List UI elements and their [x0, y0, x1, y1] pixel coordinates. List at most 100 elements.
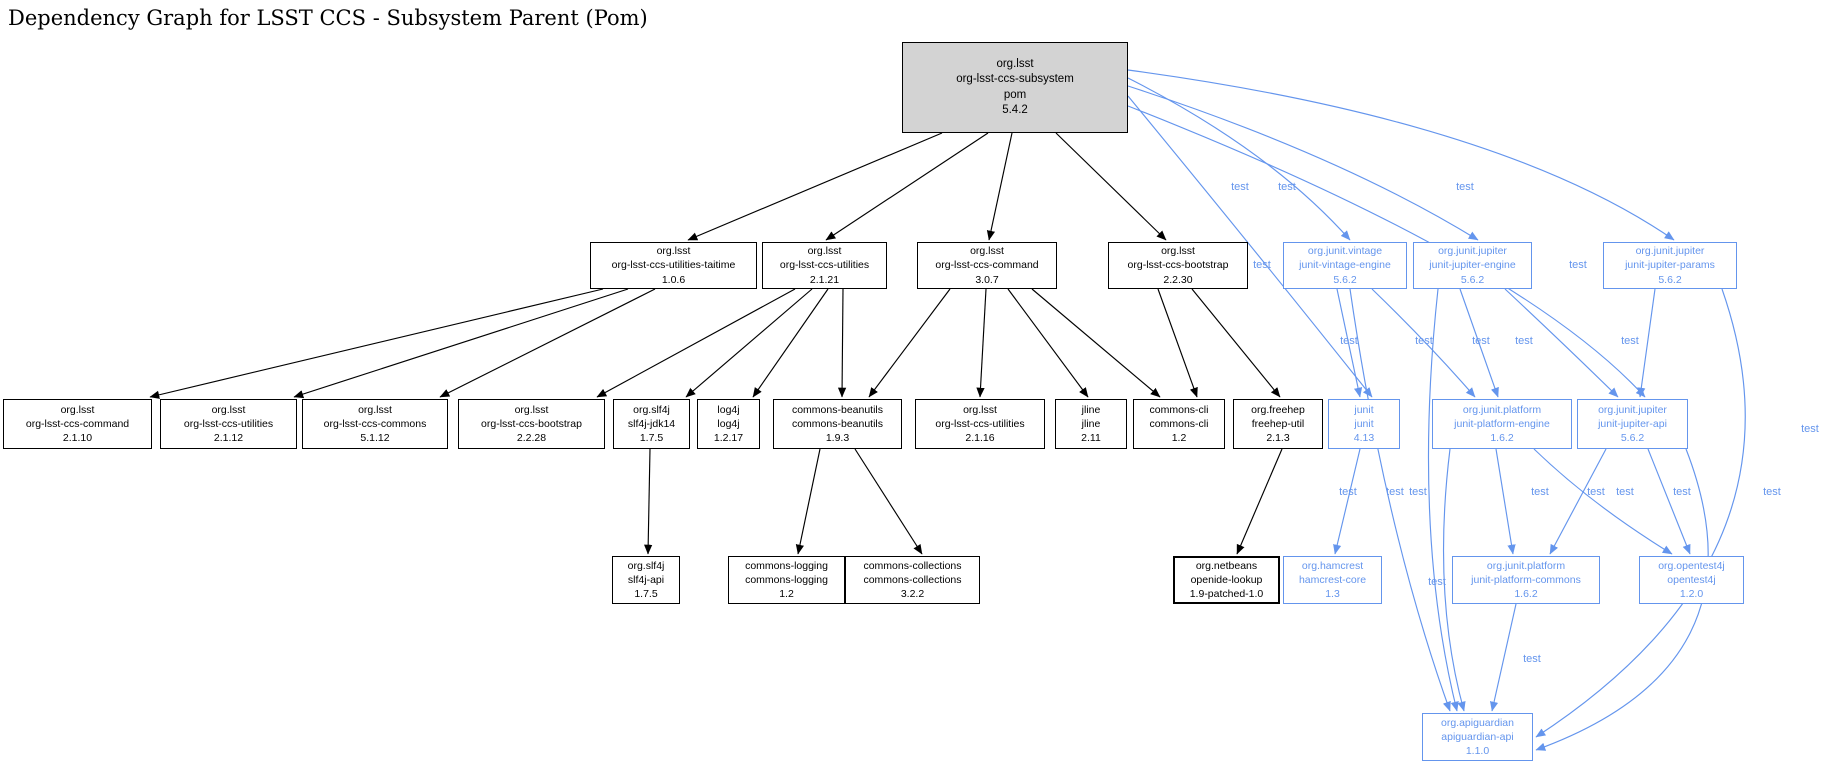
node-slf4j-jdk14-line-1: slf4j-jdk14 — [627, 417, 676, 430]
node-junit-vintage-engine-line-2: 5.6.2 — [1333, 273, 1357, 286]
edge-scope-label: test — [1472, 335, 1490, 347]
node-apiguardian-api-line-1: apiguardian-api — [1441, 730, 1514, 743]
node-utilities-taitime-1.0.6-line-2: 1.0.6 — [661, 273, 686, 286]
node-freehep-util-line-2: 2.1.3 — [1266, 432, 1290, 445]
edge-junit-platform-engine-to-junit-platform-commons — [1495, 448, 1516, 555]
node-junit-jupiter-api-line-0: org.junit.jupiter — [1598, 403, 1667, 416]
edge-junit-platform-engine-to-opentest4j — [1533, 448, 1673, 555]
node-bootstrap-2.2.28-line-1: org-lsst-ccs-bootstrap — [481, 417, 582, 430]
node-junit-4.13-line-2: 4.13 — [1353, 432, 1375, 445]
node-utilities-2.1.21-line-1: org-lsst-ccs-utilities — [779, 259, 870, 272]
node-commons-collections-line-0: commons-collections — [863, 559, 962, 572]
node-utilities-taitime-1.0.6-line-1: org-lsst-ccs-utilities-taitime — [611, 259, 736, 272]
node-hamcrest-core-line-0: org.hamcrest — [1301, 559, 1364, 572]
node-commons-beanutils-line-0: commons-beanutils — [791, 403, 884, 416]
edge-junit-jupiter-api-to-junit-platform-commons — [1549, 448, 1607, 555]
node-junit-jupiter-params-line-2: 5.6.2 — [1658, 273, 1682, 286]
node-commons-cli-line-0: commons-cli — [1149, 403, 1209, 416]
edge-junit-jupiter-engine-to-junit-platform-engine — [1459, 288, 1499, 398]
node-junit-jupiter-engine-line-1: junit-jupiter-engine — [1429, 259, 1516, 272]
node-junit-jupiter-params-line-0: org.junit.jupiter — [1635, 245, 1705, 258]
edge-scope-label: test — [1253, 259, 1271, 271]
node-openide-lookup-line-1: openide-lookup — [1190, 573, 1263, 586]
node-command-3.0.7-line-0: org.lsst — [970, 245, 1004, 258]
node-slf4j-jdk14-line-0: org.slf4j — [633, 403, 670, 416]
edge-command-3.0.7-to-commons-beanutils — [868, 288, 951, 398]
node-subsystem-pom-line-3: 5.4.2 — [1002, 103, 1028, 116]
node-junit-platform-engine-line-0: org.junit.platform — [1462, 403, 1542, 416]
node-utilities-taitime-1.0.6-line-0: org.lsst — [656, 245, 691, 258]
node-bootstrap-2.2.28-line-0: org.lsst — [514, 403, 549, 416]
edge-scope-label: test — [1340, 335, 1358, 347]
node-junit-4.13-line-0: junit — [1354, 403, 1374, 416]
edge-utilities-2.1.21-to-slf4j-jdk14 — [685, 288, 813, 398]
node-subsystem-pom-line-1: org-lsst-ccs-subsystem — [956, 73, 1074, 86]
edge-scope-label: test — [1587, 486, 1605, 498]
node-commons-logging-line-2: 1.2 — [779, 588, 794, 601]
graph-title: Dependency Graph for LSST CCS - Subsyste… — [8, 6, 648, 30]
node-apiguardian-api-line-0: org.apiguardian — [1441, 716, 1514, 729]
edge-subsystem-pom-to-junit-vintage-engine — [1127, 77, 1351, 241]
edge-scope-label: test — [1621, 335, 1639, 347]
edge-scope-label: test — [1523, 653, 1541, 665]
edge-bootstrap-2.2.30-to-freehep-util — [1191, 288, 1281, 398]
node-freehep-util-line-1: freehep-util — [1251, 417, 1305, 430]
node-bootstrap-2.2.30-line-1: org-lsst-ccs-bootstrap — [1127, 259, 1229, 272]
edge-scope-label: test — [1456, 181, 1474, 193]
node-slf4j-jdk14-line-2: 1.7.5 — [639, 432, 664, 445]
edge-freehep-util-to-openide-lookup — [1236, 448, 1283, 555]
node-commons-cli-line-2: 1.2 — [1171, 432, 1187, 445]
node-commons-beanutils-line-2: 1.9.3 — [825, 432, 850, 445]
node-junit-platform-commons-line-1: junit-platform-commons — [1471, 573, 1581, 586]
edge-command-3.0.7-to-utilities-2.1.16 — [976, 288, 987, 398]
node-hamcrest-core-line-1: hamcrest-core — [1298, 573, 1367, 586]
edge-bootstrap-2.2.30-to-commons-cli — [1157, 288, 1198, 398]
edge-commons-beanutils-to-commons-logging — [795, 448, 821, 555]
node-slf4j-api-line-1: slf4j-api — [627, 573, 665, 586]
edge-utilities-2.1.21-to-commons-beanutils — [837, 288, 847, 398]
node-junit-platform-engine-line-1: junit-platform-engine — [1454, 417, 1550, 430]
node-log4j-line-0: log4j — [717, 403, 740, 416]
edge-scope-label: test — [1673, 486, 1691, 498]
node-commons-5.1.12-line-0: org.lsst — [358, 403, 392, 416]
edge-command-3.0.7-to-jline — [1007, 288, 1089, 398]
edge-scope-label: test — [1515, 335, 1533, 347]
edge-subsystem-pom-to-bootstrap-2.2.30 — [1055, 132, 1167, 241]
edge-junit-vintage-engine-to-apiguardian-api — [1349, 288, 1451, 712]
node-commons-beanutils-line-1: commons-beanutils — [791, 417, 884, 430]
node-commons-cli-line-1: commons-cli — [1149, 417, 1209, 430]
node-command-2.1.10-line-1: org-lsst-ccs-command — [25, 417, 130, 430]
edge-commons-beanutils-to-commons-collections — [854, 448, 923, 555]
edge-scope-label: test — [1339, 486, 1357, 498]
edge-utilities-taitime-1.0.6-to-utilities-2.1.12 — [293, 288, 629, 399]
node-jline-line-0: jline — [1081, 403, 1101, 416]
node-opentest4j-line-0: org.opentest4j — [1658, 559, 1725, 572]
node-opentest4j-line-2: 1.2.0 — [1679, 588, 1704, 601]
node-subsystem-pom-line-0: org.lsst — [996, 57, 1034, 70]
node-openide-lookup-line-2: 1.9-patched-1.0 — [1189, 588, 1264, 601]
edge-scope-label: test — [1531, 486, 1549, 498]
edge-junit-platform-engine-to-apiguardian-api — [1442, 448, 1466, 712]
edge-scope-label: test — [1409, 486, 1427, 498]
node-jline-line-1: jline — [1081, 417, 1101, 430]
